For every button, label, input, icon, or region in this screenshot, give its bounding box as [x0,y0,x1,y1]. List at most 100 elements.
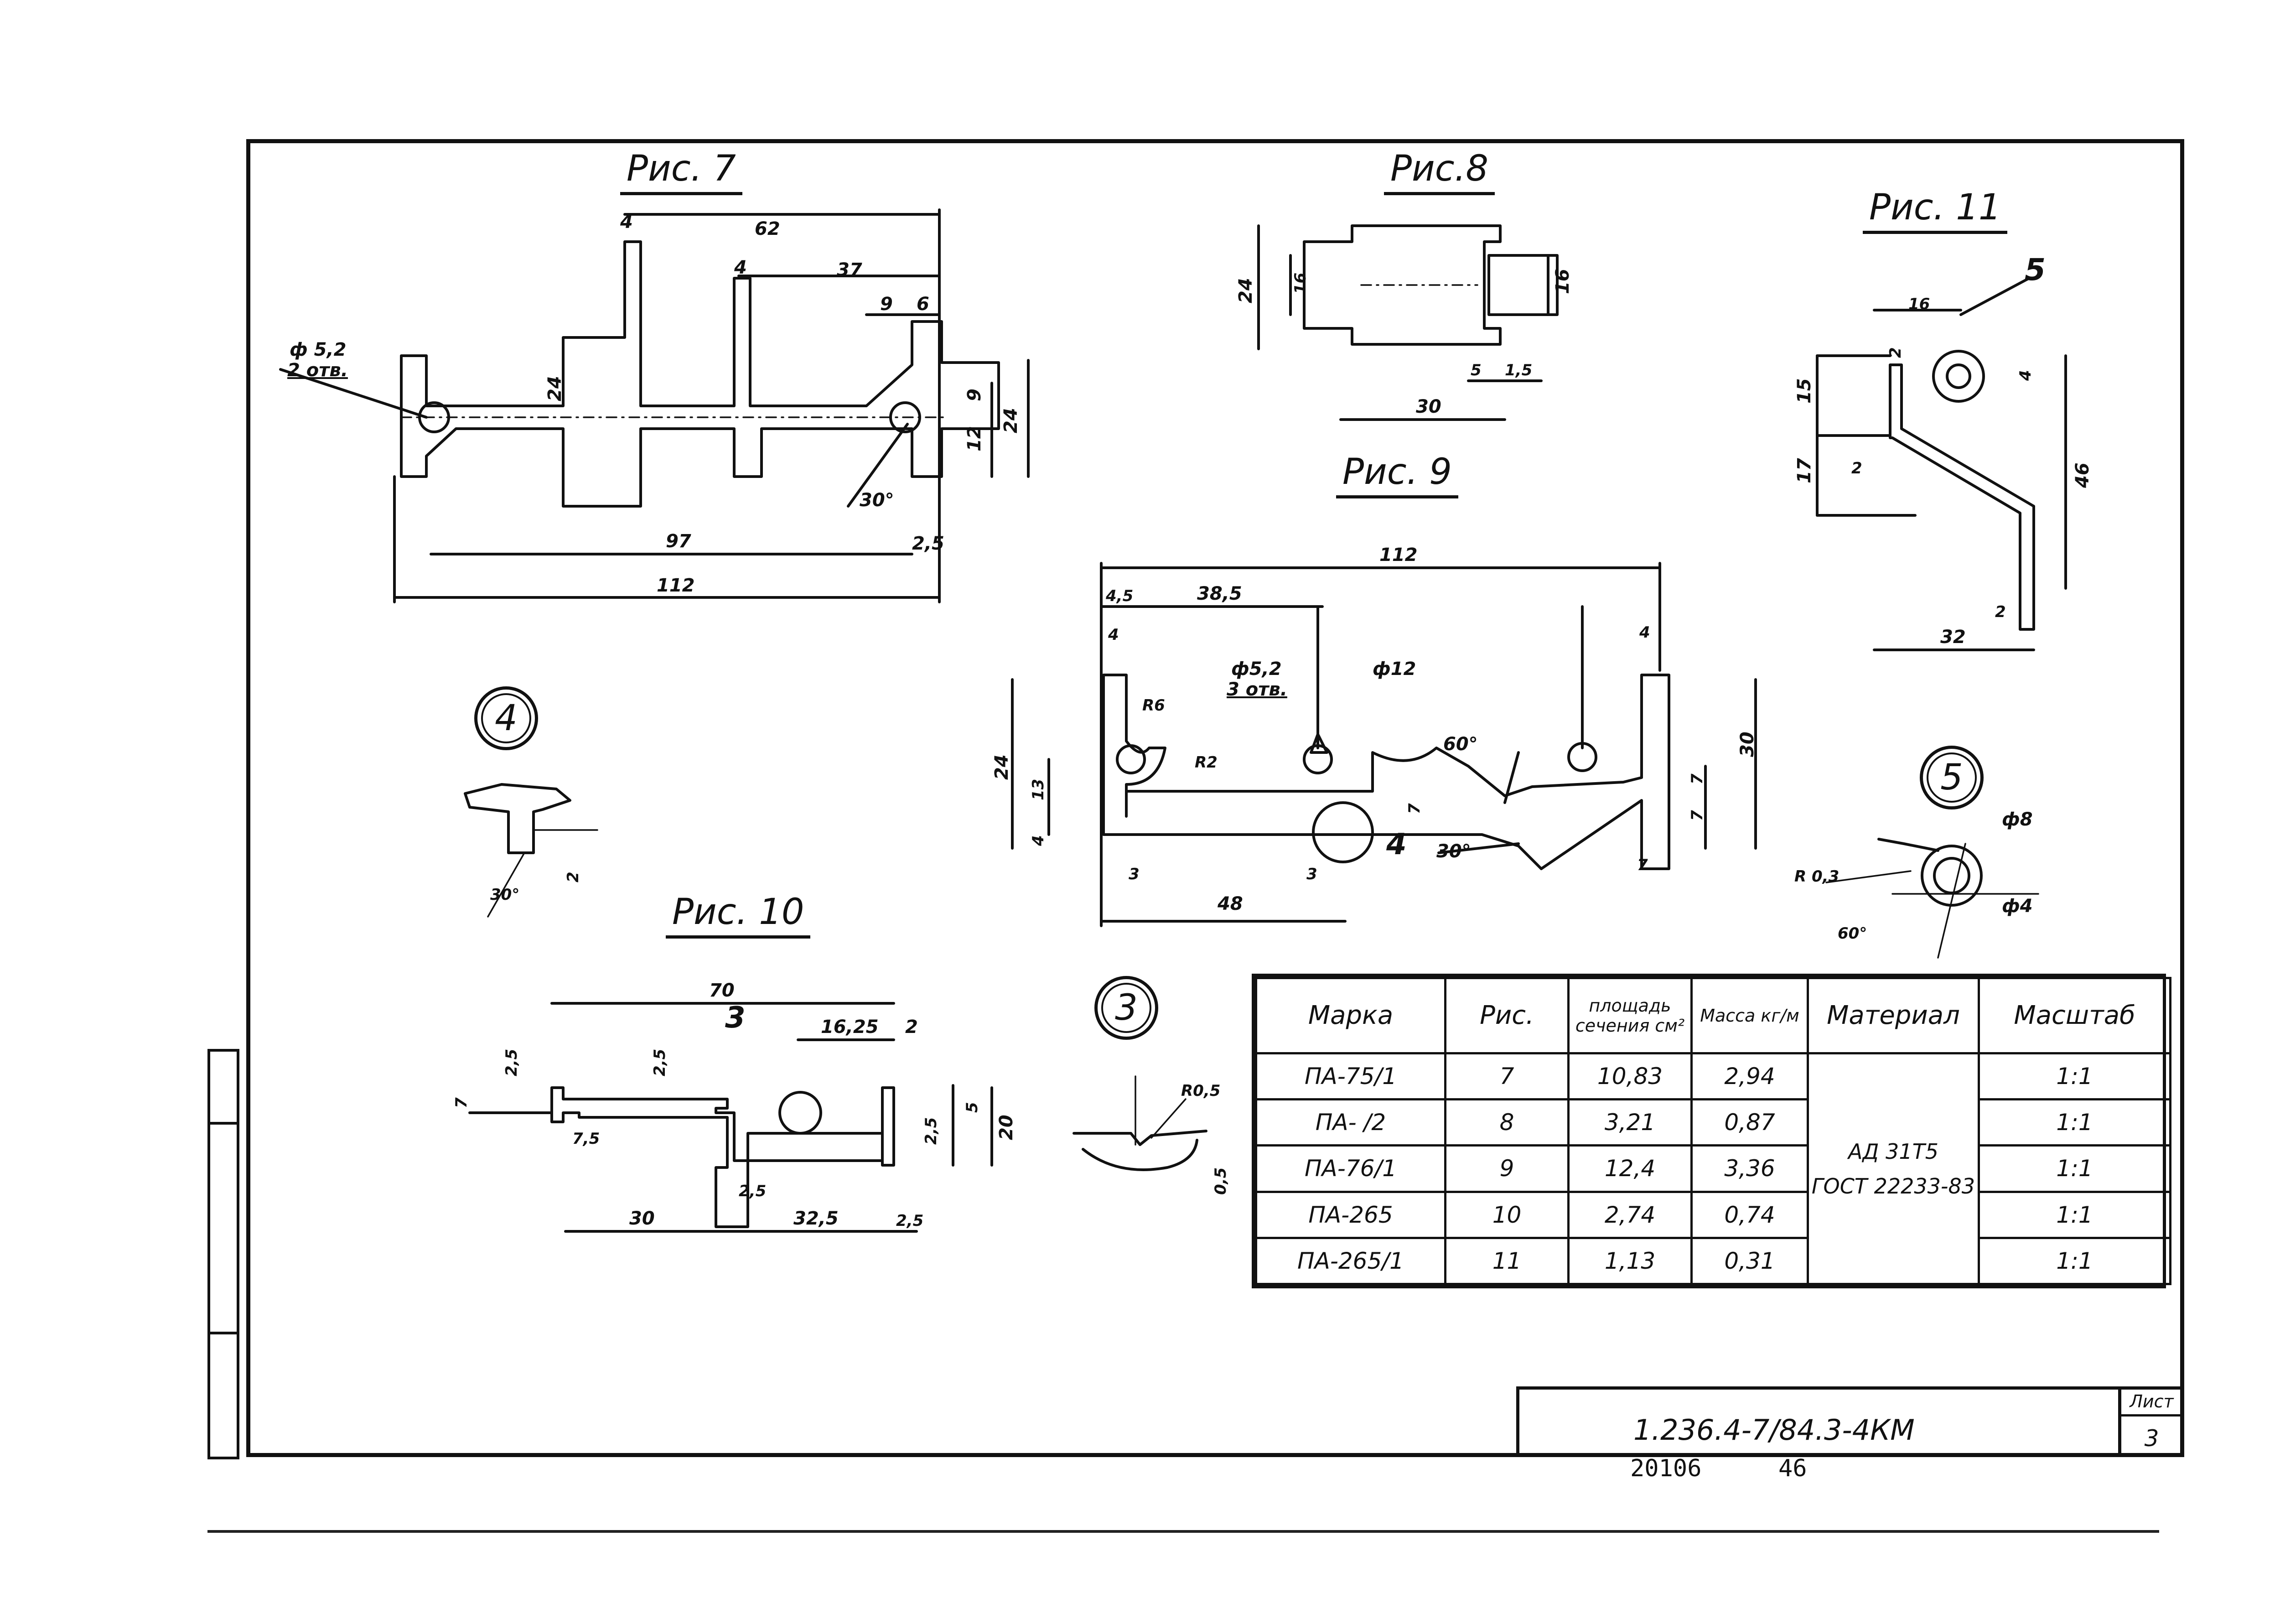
fig10-dim: 7,5 [572,1130,600,1148]
fig9-dim: 3 [1306,865,1317,883]
binding-strip [207,1049,239,1459]
cell-mark: ПА-265/1 [1255,1236,1446,1286]
cell-figure: 11 [1444,1236,1570,1286]
fig10-caption: Рис. 10 [666,892,811,939]
fig9-angle: 60° [1443,734,1478,755]
fig8-caption: Рис.8 [1384,148,1495,195]
fig11-dim: 17 [1794,458,1815,483]
fig10-dim: 2,5 [739,1182,767,1200]
fig8-dimension-lines [1257,224,1549,421]
fig7-dimension-lines [279,208,1030,603]
fig9-caption: Рис. 9 [1336,451,1458,498]
fig10-dim: 2,5 [922,1117,940,1145]
fig9-dim: 112 [1379,545,1418,566]
fig9-dim: 7 [1637,856,1648,874]
table-row: ПА-75/1 7 10,83 2,94 АД 31Т5 ГОСТ 22233-… [1255,1052,2171,1285]
cell-mark: ПА-265 [1255,1190,1446,1239]
fig9-dim: 13 [1029,778,1047,800]
cell-scale: 1:1 [1978,1190,2171,1239]
fig11-dim: 2 [1886,347,1905,358]
fig9-dim: ф12 [1373,659,1416,680]
cell-mass: 2,94 [1690,1052,1809,1101]
header-mass: Масса кг/м [1690,977,1809,1054]
fig10-dim: 70 [709,980,735,1001]
fig9-dim: 7 [1405,803,1424,814]
fig9-angle: 30° [1436,841,1471,862]
fig9-dim: 3 [1129,865,1140,883]
cell-scale: 1:1 [1978,1144,2171,1193]
title-block: 1.236.4-7/84.3-4КМ Лист 3 [1516,1386,2182,1457]
binding-divider [207,1122,239,1125]
fig7-hole-dim: ф 5,2 [290,339,347,360]
detail3-dim: 0,5 [1212,1167,1230,1195]
fig7-dim: 97 [666,531,691,552]
cell-area: 3,21 [1567,1098,1693,1147]
fig7-dim: 4 [620,212,633,233]
sheet-number: 3 [2144,1425,2159,1452]
fig10-dim: 7 [452,1097,471,1108]
fig10-dim: 32,5 [793,1208,839,1229]
fig10-dim: 20 [996,1115,1017,1140]
fig10-dim: 2 [905,1017,918,1038]
fig8-profile [1303,224,1559,346]
detail5-dim: ф8 [2002,809,2033,830]
fig11-dim: 46 [2072,462,2093,488]
fig8-dim: 16 [1291,272,1310,294]
fig10-dim: 5 [963,1102,981,1113]
fig11-dim: 2 [1851,459,1862,477]
fig7-profile [400,240,1000,508]
fig9-hole-dim: ф5,2 [1231,659,1282,680]
fig9-dim: 30 [1737,732,1758,757]
cell-area: 12,4 [1567,1144,1693,1193]
fig9-dim: 4,5 [1106,587,1134,605]
cell-figure: 10 [1444,1190,1570,1239]
table-header-row: Марка Рис. площадь сечения см² Масса кг/… [1255,977,2171,1054]
fig7-dim: 9 [964,389,985,401]
fig11-dim: 15 [1794,378,1815,404]
detail5-drawing [1825,838,2039,959]
header-figure: Рис. [1444,977,1570,1054]
archive-page: 46 [1778,1455,1807,1482]
cell-mass: 0,74 [1690,1190,1809,1239]
fig11-dim: 2 [1995,603,2006,621]
detail5-angle: 60° [1838,924,1867,943]
detail4-angle: 30° [490,886,520,904]
detail-callout-5: 5 [1920,746,1984,809]
specification-table: Марка Рис. площадь сечения см² Масса кг/… [1252,974,2171,1288]
fig7-dim: 37 [837,259,862,280]
cell-material: АД 31Т5 ГОСТ 22233-83 [1807,1052,1980,1285]
fig7-angle: 30° [860,490,894,511]
table-row: ПА-265 10 2,74 0,74 1:1 [1255,1190,2171,1239]
fig7-dim: 12 [964,426,985,451]
detail3-radius: R0,5 [1181,1082,1221,1100]
fig10-dim: 16,25 [821,1017,879,1038]
table-row: ПА-76/1 9 12,4 3,36 1:1 [1255,1144,2171,1193]
fig9-dim: 4 [1639,623,1650,642]
cell-area: 1,13 [1567,1236,1693,1286]
cell-area: 2,74 [1567,1190,1693,1239]
cell-mark: ПА-75/1 [1255,1052,1446,1101]
fig10-dim: 2,5 [896,1212,924,1230]
fig9-dim: 7 [1688,810,1706,821]
fig11-caption: Рис. 11 [1863,187,2008,234]
fig7-hole-count: 2 отв. [287,360,348,381]
detail4-drawing [464,783,598,918]
sheet-box: Лист 3 [2118,1390,2182,1457]
fig7-dim: 24 [1000,408,1021,433]
fig9-dim: 38,5 [1197,583,1242,604]
drawing-frame [246,139,2184,1457]
fig8-dim: 30 [1416,396,1441,417]
document-code: 1.236.4-7/84.3-4КМ [1633,1413,1915,1447]
cell-mass: 3,36 [1690,1144,1809,1193]
fig8-dim: 16 [1552,269,1573,294]
fig7-dim: 4 [734,257,747,278]
cell-mark: ПА-76/1 [1255,1144,1446,1193]
fig10-dimension-lines [468,1002,993,1233]
fig9-radius: R2 [1195,753,1218,772]
fig9-dim: 24 [991,754,1012,780]
cell-mass: 0,87 [1690,1098,1809,1147]
fig9-dimension-lines [1011,562,1757,927]
cell-scale: 1:1 [1978,1098,2171,1147]
fig8-dim: 1,5 [1505,361,1533,379]
